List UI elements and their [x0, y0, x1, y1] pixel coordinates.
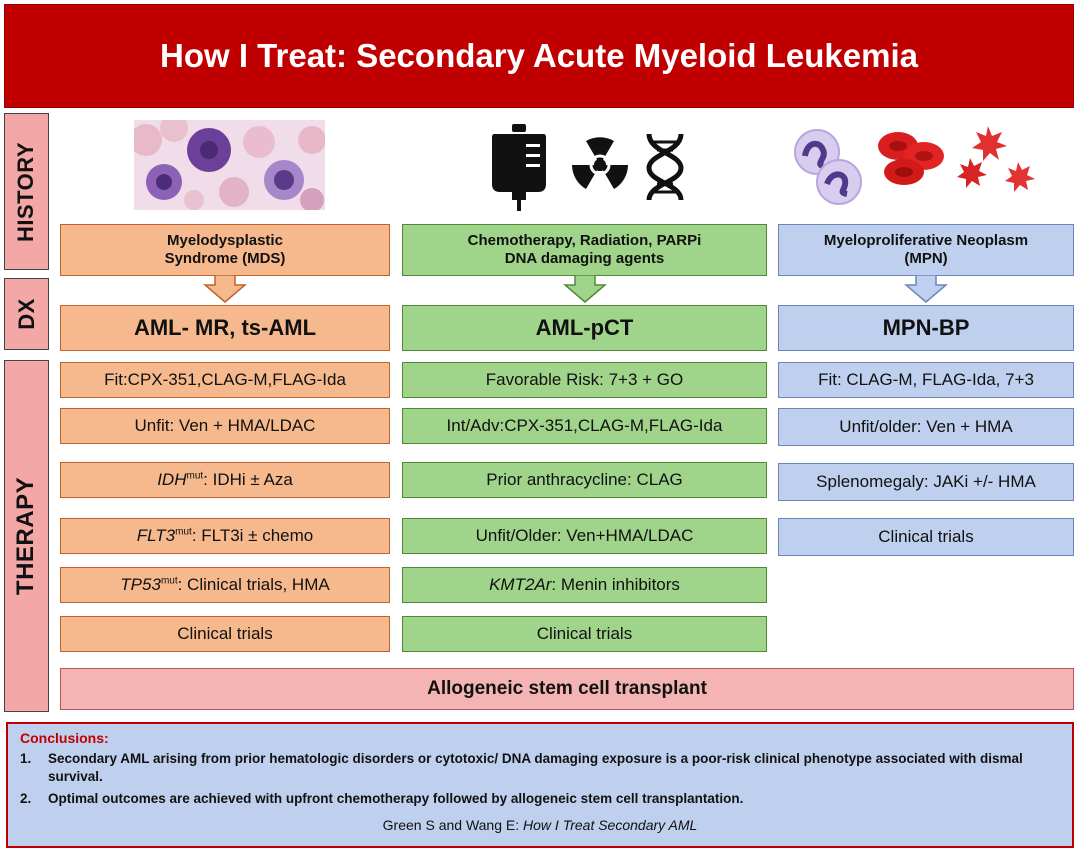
therapy-mpn-fit-text: Fit: CLAG-M, FLAG-Ida, 7+3	[818, 369, 1034, 389]
therapy-pct-kmt2a: KMT2Ar: Menin inhibitors	[402, 567, 767, 603]
conclusions-panel: Conclusions: 1. Secondary AML arising fr…	[6, 722, 1074, 848]
dx-mpn-box: MPN-BP	[778, 305, 1074, 351]
conclusion-item: 1. Secondary AML arising from prior hema…	[20, 750, 1060, 786]
dx-mds-text: AML- MR, ts-AML	[133, 314, 317, 340]
therapy-pct-prior-text: Prior anthracycline: CLAG	[486, 469, 683, 489]
tp53-rest: : Clinical trials, HMA	[177, 574, 330, 594]
dx-mpn-text: MPN-BP	[882, 314, 970, 340]
down-arrow-icon	[904, 275, 948, 303]
therapy-mds-flt3: FLT3mut: FLT3i ± chemo	[60, 518, 390, 554]
therapy-mpn-unfit: Unfit/older: Ven + HMA	[778, 408, 1074, 446]
history-pct-box: Chemotherapy, Radiation, PARPi DNA damag…	[402, 224, 767, 276]
therapy-pct-trials: Clinical trials	[402, 616, 767, 652]
flt3-gene: FLT3	[136, 525, 176, 545]
dna-icon	[643, 132, 687, 202]
history-mpn-box: Myeloproliferative Neoplasm (MPN)	[778, 224, 1074, 276]
bone-marrow-smear-image	[134, 120, 325, 210]
citation-title: How I Treat Secondary AML	[523, 816, 698, 833]
page-title-text: How I Treat: Secondary Acute Myeloid Leu…	[160, 37, 918, 74]
therapy-pct-intadv-text: Int/Adv:CPX-351,CLAG-M,FLAG-Ida	[446, 415, 723, 435]
history-side-label: HISTORY	[4, 113, 49, 270]
history-mpn-line1: Myeloproliferative Neoplasm	[823, 232, 1029, 249]
flt3-rest: : FLT3i ± chemo	[191, 525, 314, 545]
therapy-pct-trials-text: Clinical trials	[536, 623, 633, 643]
history-mds-line2: Syndrome (MDS)	[164, 250, 286, 267]
conclusion-number: 2.	[20, 791, 32, 807]
therapy-mpn-trials: Clinical trials	[778, 518, 1074, 556]
neutrophil-icon	[793, 128, 865, 206]
conclusion-item: 2. Optimal outcomes are achieved with up…	[20, 790, 1060, 808]
therapy-pct-favorable-text: Favorable Risk: 7+3 + GO	[485, 369, 684, 389]
iv-bag-icon	[488, 122, 550, 212]
down-arrow-icon	[563, 275, 607, 303]
conclusion-number: 1.	[20, 751, 32, 766]
therapy-mpn-spleno: Splenomegaly: JAKi +/- HMA	[778, 463, 1074, 501]
conclusions-heading: Conclusions:	[20, 730, 109, 746]
radiation-icon	[570, 135, 630, 195]
therapy-mpn-trials-text: Clinical trials	[878, 526, 974, 546]
therapy-mds-idh: IDHmut: IDHi ± Aza	[60, 462, 390, 498]
dx-pct-text: AML-pCT	[535, 314, 634, 340]
therapy-pct-prior: Prior anthracycline: CLAG	[402, 462, 767, 498]
idh-rest: : IDHi ± Aza	[203, 469, 293, 489]
conclusion-text: Optimal outcomes are achieved with upfro…	[48, 791, 744, 807]
therapy-pct-unfit-text: Unfit/Older: Ven+HMA/LDAC	[475, 525, 694, 545]
therapy-mds-trials: Clinical trials	[60, 616, 390, 652]
idh-gene: IDH	[157, 469, 187, 489]
dx-label-text: DX	[13, 298, 39, 330]
platelet-icon	[950, 124, 1040, 196]
therapy-mpn-fit: Fit: CLAG-M, FLAG-Ida, 7+3	[778, 362, 1074, 398]
dx-side-label: DX	[4, 278, 49, 350]
kmt2a-gene: KMT2Ar	[489, 574, 552, 594]
therapy-mds-unfit-text: Unfit: Ven + HMA/LDAC	[134, 415, 316, 435]
down-arrow-icon	[203, 275, 247, 303]
citation-authors: Green S and Wang E:	[382, 816, 524, 833]
therapy-mds-fit-text: Fit:CPX-351,CLAG-M,FLAG-Ida	[104, 369, 346, 389]
flt3-sup: mut	[175, 526, 192, 538]
transplant-box: Allogeneic stem cell transplant	[60, 668, 1074, 710]
therapy-mpn-spleno-text: Splenomegaly: JAKi +/- HMA	[816, 471, 1036, 491]
history-pct-line1: Chemotherapy, Radiation, PARPi	[467, 232, 702, 249]
therapy-label-text: THERAPY	[12, 476, 40, 596]
dx-pct-box: AML-pCT	[402, 305, 767, 351]
page-title: How I Treat: Secondary Acute Myeloid Leu…	[4, 4, 1074, 108]
kmt2a-rest: : Menin inhibitors	[551, 574, 680, 594]
history-mds-box: Myelodysplastic Syndrome (MDS)	[60, 224, 390, 276]
citation: Green S and Wang E: How I Treat Secondar…	[20, 817, 1060, 833]
idh-sup: mut	[186, 470, 204, 482]
therapy-mds-fit: Fit:CPX-351,CLAG-M,FLAG-Ida	[60, 362, 390, 398]
transplant-text: Allogeneic stem cell transplant	[427, 677, 707, 699]
therapy-pct-favorable: Favorable Risk: 7+3 + GO	[402, 362, 767, 398]
red-blood-cell-icon	[876, 128, 946, 188]
therapy-mds-unfit: Unfit: Ven + HMA/LDAC	[60, 408, 390, 444]
conclusion-text: Secondary AML arising from prior hematol…	[48, 751, 1023, 785]
tp53-sup: mut	[160, 575, 178, 587]
therapy-mpn-unfit-text: Unfit/older: Ven + HMA	[839, 416, 1013, 436]
therapy-side-label: THERAPY	[4, 360, 49, 712]
history-mds-line1: Myelodysplastic	[167, 232, 283, 249]
therapy-mds-trials-text: Clinical trials	[177, 623, 273, 643]
therapy-mds-tp53: TP53mut: Clinical trials, HMA	[60, 567, 390, 603]
history-label-text: HISTORY	[13, 141, 39, 242]
dx-mds-box: AML- MR, ts-AML	[60, 305, 390, 351]
history-mpn-line2: (MPN)	[904, 250, 948, 267]
therapy-pct-unfit: Unfit/Older: Ven+HMA/LDAC	[402, 518, 767, 554]
history-pct-line2: DNA damaging agents	[504, 250, 665, 267]
therapy-pct-intadv: Int/Adv:CPX-351,CLAG-M,FLAG-Ida	[402, 408, 767, 444]
tp53-gene: TP53	[120, 574, 161, 594]
